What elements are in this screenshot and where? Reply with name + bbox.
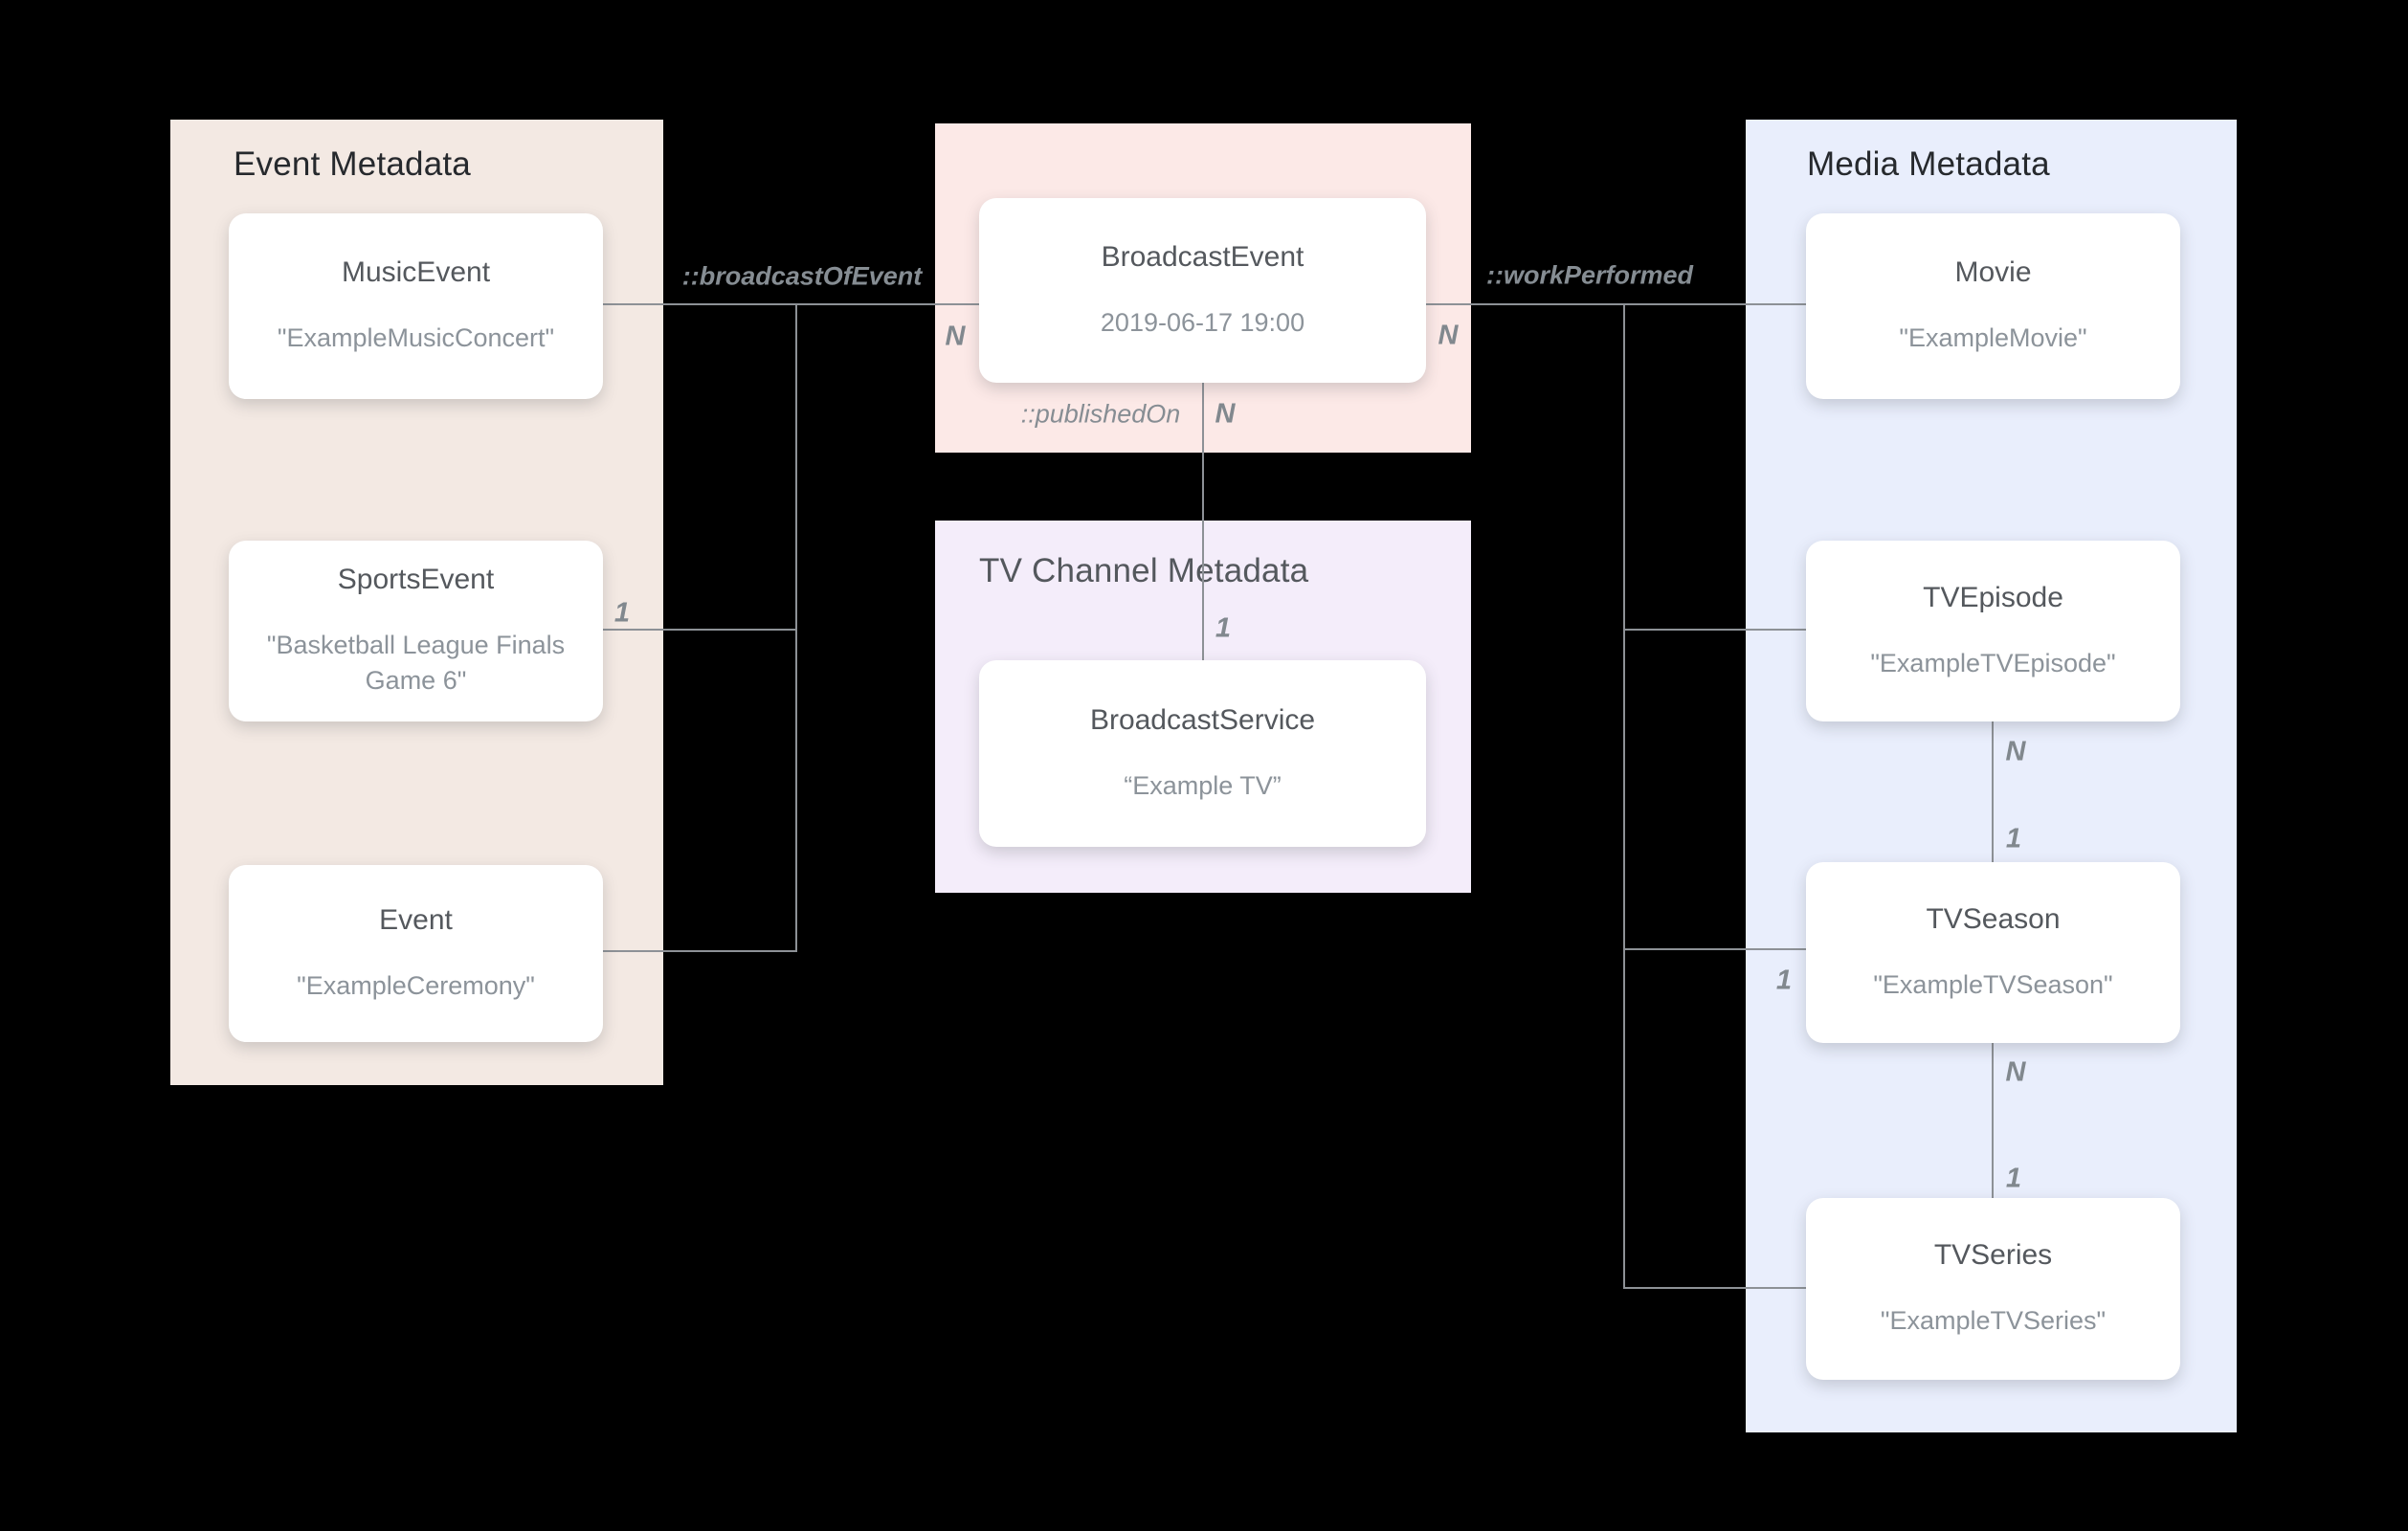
node-tvseries-title: TVSeries <box>1933 1239 2053 1271</box>
node-tvseason: TVSeason "ExampleTVSeason" <box>1806 862 2180 1043</box>
node-musicevent-title: MusicEvent <box>341 256 491 288</box>
node-broadcastservice: BroadcastService “Example TV” <box>979 660 1426 847</box>
cardinality-season-series-1: 1 <box>2005 1163 2022 1194</box>
node-tvseason-title: TVSeason <box>1926 902 2061 935</box>
tv-channel-metadata-title: TV Channel Metadata <box>979 552 1309 589</box>
node-tvepisode-subtitle: "ExampleTVEpisode" <box>1870 648 2116 677</box>
node-sportsevent-title: SportsEvent <box>337 564 495 595</box>
cardinality-sportsevent-1: 1 <box>613 597 631 629</box>
edge-tvseason-stub-line <box>1623 948 1806 950</box>
cardinality-tvseason-1: 1 <box>1775 965 1793 996</box>
node-broadcastevent-subtitle: 2019-06-17 19:00 <box>1100 307 1305 337</box>
node-broadcastevent-title: BroadcastEvent <box>1101 240 1304 273</box>
node-movie: Movie "ExampleMovie" <box>1806 213 2180 399</box>
cardinality-publishedon-n: N <box>1215 398 1236 430</box>
node-event: Event "ExampleCeremony" <box>229 865 603 1042</box>
node-tvseries: TVSeries "ExampleTVSeries" <box>1806 1198 2180 1380</box>
node-broadcastservice-title: BroadcastService <box>1089 703 1316 736</box>
node-event-subtitle: "ExampleCeremony" <box>297 970 535 1000</box>
cardinality-season-series-n: N <box>2005 1056 2026 1088</box>
edge-sportsevent-stub-line <box>603 629 795 631</box>
edge-event-trunk-line <box>795 303 797 952</box>
node-event-title: Event <box>379 903 453 936</box>
edge-episode-season-line <box>1992 721 1994 862</box>
cardinality-musicevent-broadcastevent-n: N <box>945 321 966 352</box>
cardinality-episode-season-n: N <box>2005 736 2026 767</box>
edge-label-publishedon: ::publishedOn <box>1020 399 1181 429</box>
node-broadcastservice-subtitle: “Example TV” <box>1124 770 1282 800</box>
node-tvepisode-title: TVEpisode <box>1923 581 2063 613</box>
node-tvepisode: TVEpisode "ExampleTVEpisode" <box>1806 541 2180 721</box>
edge-media-trunk-line <box>1623 303 1625 1289</box>
edge-event-stub-line <box>603 950 795 952</box>
edge-tvseries-stub-line <box>1623 1287 1806 1289</box>
media-metadata-title: Media Metadata <box>1807 145 2050 183</box>
edge-label-workperformed: ::workPerformed <box>1485 260 1694 290</box>
cardinality-episode-season-1: 1 <box>2005 823 2022 854</box>
node-broadcastevent: BroadcastEvent 2019-06-17 19:00 <box>979 198 1426 383</box>
edge-label-broadcastofevent: ::broadcastOfEvent <box>681 261 923 291</box>
edge-musicevent-broadcastevent-line <box>603 303 979 305</box>
cardinality-broadcastevent-movie-n: N <box>1438 320 1459 351</box>
node-musicevent-subtitle: "ExampleMusicConcert" <box>277 323 555 352</box>
node-movie-subtitle: "ExampleMovie" <box>1899 323 2087 352</box>
cardinality-publishedon-1: 1 <box>1215 612 1232 644</box>
edge-publishedon-line <box>1202 383 1204 660</box>
edge-broadcastevent-movie-line <box>1426 303 1806 305</box>
node-tvseries-subtitle: "ExampleTVSeries" <box>1880 1306 2107 1335</box>
node-musicevent: MusicEvent "ExampleMusicConcert" <box>229 213 603 399</box>
edge-season-series-line <box>1992 1043 1994 1198</box>
node-sportsevent-subtitle: "Basketball League Finals Game 6" <box>266 631 566 695</box>
node-sportsevent: SportsEvent "Basketball League Finals Ga… <box>229 541 603 721</box>
event-metadata-title: Event Metadata <box>234 145 471 183</box>
node-tvseason-subtitle: "ExampleTVSeason" <box>1873 969 2113 999</box>
edge-tvepisode-stub-line <box>1623 629 1806 631</box>
node-movie-title: Movie <box>1954 256 2032 288</box>
